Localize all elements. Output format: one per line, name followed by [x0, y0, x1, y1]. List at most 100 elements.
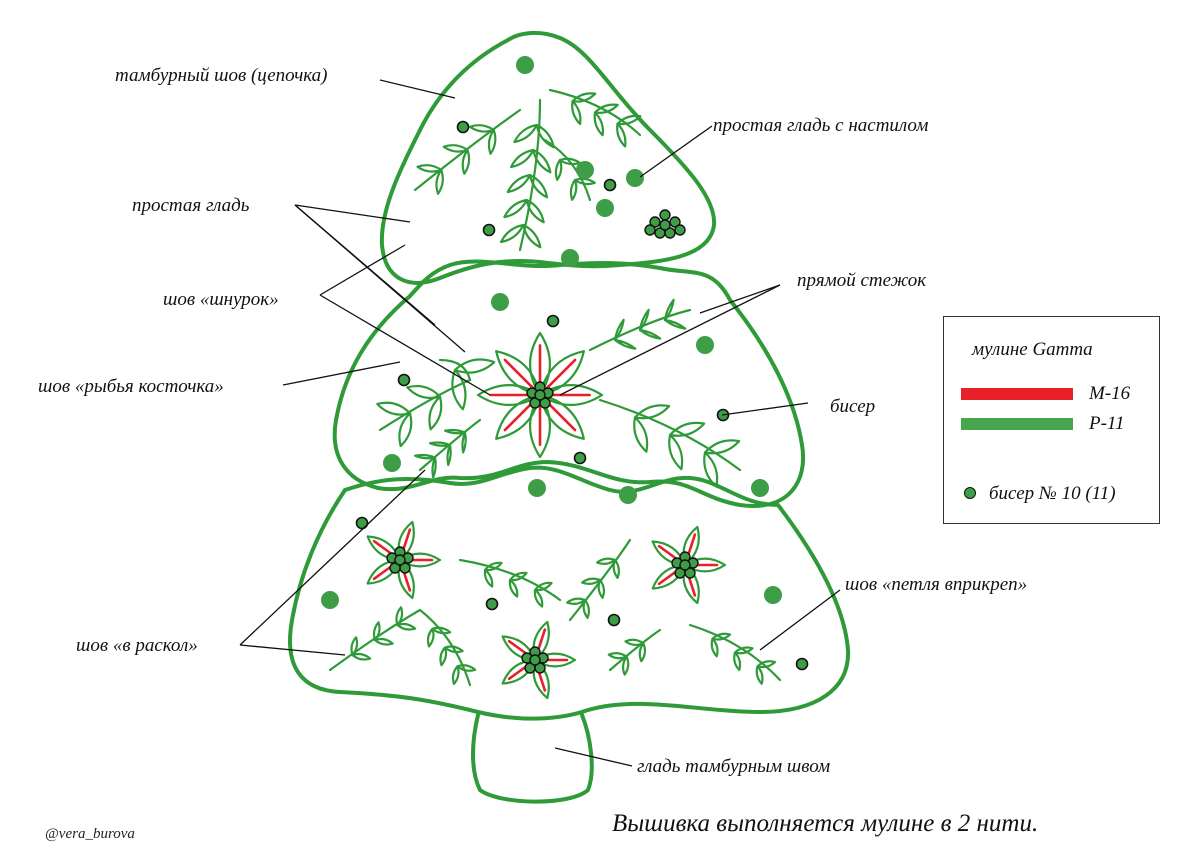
bottom-branch-b — [568, 538, 632, 622]
padded-satin-dot — [751, 479, 769, 497]
satin-leaf — [428, 441, 452, 447]
bead — [397, 373, 411, 387]
author-credit: @vera_burova — [45, 826, 135, 842]
satin-leaf — [571, 100, 582, 126]
bead-cluster — [674, 224, 686, 236]
tree-tier-top — [379, 31, 717, 285]
red-straight-stitch — [507, 639, 529, 656]
bead-cluster — [659, 219, 671, 231]
satin-leaf — [483, 561, 503, 572]
satin-leaf — [613, 318, 625, 342]
red-straight-stitch — [503, 358, 535, 390]
legend-item-m16: M-16 — [1089, 383, 1131, 404]
mid-left-branch — [378, 378, 472, 432]
satin-leaf — [443, 645, 464, 654]
flower-bead — [534, 389, 546, 401]
satin-leaf — [733, 651, 742, 672]
padded-satin-dot — [491, 293, 509, 311]
satin-leaf — [428, 395, 443, 431]
leader-line — [239, 469, 426, 646]
red-straight-stitch — [401, 528, 412, 552]
label-cord-stitch: шов «шнурок» — [163, 289, 279, 310]
satin-leaf — [456, 664, 477, 672]
bottom-branch-f — [688, 623, 782, 682]
bead — [456, 120, 470, 134]
satin-leaf — [621, 655, 630, 676]
satin-leaf — [398, 412, 413, 448]
satin-leaf — [416, 164, 443, 173]
satin-leaf — [487, 128, 497, 155]
bottom-branch-d — [418, 608, 472, 687]
satin-leaf — [431, 626, 452, 635]
red-straight-stitch — [686, 533, 697, 557]
satin-leaf — [597, 578, 606, 599]
label-straight-stitch: прямой стежок — [797, 270, 927, 291]
red-straight-stitch — [536, 628, 547, 652]
flower-bead — [524, 662, 536, 674]
leader-line — [721, 402, 809, 416]
red-straight-stitch — [372, 539, 394, 556]
label-chain-stitch: тамбурный шов (цепочка) — [115, 65, 328, 86]
satin-leaf — [582, 598, 591, 619]
legend-title: мулине Gamma — [972, 339, 1093, 360]
satin-leaf — [633, 416, 649, 453]
bead — [795, 657, 809, 671]
tree-tier-bottom — [288, 465, 851, 721]
satin-leaf — [593, 103, 619, 114]
satin-leaf — [532, 148, 552, 174]
satin-leaf — [461, 431, 467, 454]
satin-leaf — [638, 308, 650, 332]
leader-line — [294, 204, 466, 353]
satin-leaf — [372, 621, 381, 642]
flower-bead — [529, 654, 541, 666]
flower-bead — [529, 397, 541, 409]
leader-line — [379, 79, 456, 99]
legend-swatch-green — [961, 418, 1073, 430]
satin-leaf — [733, 646, 754, 655]
satin-leaf — [596, 557, 617, 566]
red-straight-stitch — [507, 664, 529, 681]
satin-leaf — [668, 433, 684, 471]
satin-leaf — [711, 632, 732, 641]
satin-leaf — [566, 597, 587, 606]
red-straight-stitch — [372, 564, 394, 581]
flower-bead — [389, 562, 401, 574]
satin-leaf — [426, 627, 435, 648]
label-beads: бисер — [830, 396, 876, 417]
satin-leaf — [461, 148, 471, 175]
satin-leaf — [533, 581, 553, 592]
top-left-branch — [413, 108, 522, 192]
padded-satin-dot — [696, 336, 714, 354]
satin-leaf — [376, 401, 412, 416]
satin-leaf — [395, 606, 404, 627]
satin-leaf — [581, 577, 602, 586]
satin-leaf — [509, 148, 535, 169]
satin-leaf — [538, 384, 604, 406]
satin-leaf — [638, 642, 647, 663]
satin-leaf — [533, 588, 544, 608]
satin-leaf — [624, 638, 645, 647]
satin-leaf — [616, 114, 642, 126]
bead-cluster — [659, 209, 671, 221]
bead — [573, 451, 587, 465]
flower-bead — [679, 559, 691, 571]
bead — [355, 516, 369, 530]
tree-trunk — [471, 713, 594, 804]
satin-leaf — [495, 393, 542, 440]
satin-leaf — [396, 622, 417, 631]
satin-leaf — [435, 168, 444, 195]
leader-line — [319, 244, 406, 296]
satin-leaf — [663, 318, 687, 330]
red-straight-stitch — [545, 358, 577, 390]
satin-leaf — [439, 646, 448, 667]
satin-leaf — [503, 198, 528, 219]
satin-leaf — [612, 558, 621, 579]
satin-leaf — [451, 368, 467, 411]
label-chain-satin: гладь тамбурным швом — [637, 756, 831, 777]
satin-leaf — [513, 123, 538, 144]
satin-leaf — [593, 111, 604, 137]
satin-leaf — [710, 637, 719, 658]
satin-leaf — [442, 144, 469, 153]
legend-swatch-red — [961, 388, 1073, 400]
bead-cluster — [644, 224, 656, 236]
